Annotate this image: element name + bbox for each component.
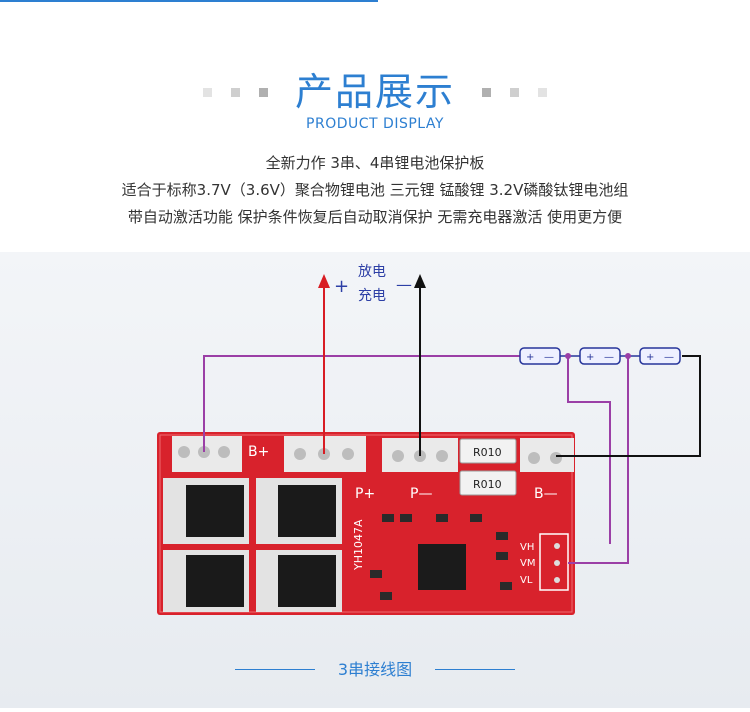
smd-component (470, 514, 482, 522)
shunt-resistor-2 (459, 470, 517, 496)
solder-pad (178, 446, 190, 458)
caption-line-left (235, 669, 315, 670)
battery-pack: + — + — + — (519, 347, 681, 365)
label-p-minus: P— (410, 486, 432, 502)
description-line-1: 全新力作 3串、4串锂电池保护板 (265, 154, 485, 172)
balance-pin (554, 577, 560, 583)
wire-vh (567, 356, 611, 544)
section-header: 产品展示 (0, 68, 750, 116)
wiring-photo: B+ R010 R010 P+ P— B— (0, 252, 750, 708)
diagram-caption: 3串接线图 (337, 660, 413, 679)
battery-minus-label: — (664, 352, 674, 363)
battery-plus-label: + (526, 352, 534, 363)
label-p-plus: P+ (355, 486, 375, 502)
mosfet-chip (278, 485, 336, 537)
smd-component (500, 582, 512, 590)
battery-plus-label: + (586, 352, 594, 363)
caption-line-right (435, 669, 515, 670)
arrow-up-red (318, 274, 330, 288)
mosfet-chip (278, 555, 336, 607)
decor-square (482, 88, 491, 97)
decor-square (203, 88, 212, 97)
battery-minus-label: — (604, 352, 614, 363)
smd-component (496, 552, 508, 560)
label-vh: VH (520, 542, 534, 553)
smd-component (382, 514, 394, 522)
discharge-label: 放电 (358, 264, 386, 280)
mosfet-chip (186, 555, 244, 607)
decor-square (538, 88, 547, 97)
label-b-minus: B— (534, 486, 558, 502)
smd-component (380, 592, 392, 600)
arrow-up-black (414, 274, 426, 288)
mosfet-chip (186, 485, 244, 537)
battery-plus-label: + (646, 352, 654, 363)
wiring-diagram: B+ R010 R010 P+ P— B— (0, 252, 750, 708)
decor-square (259, 88, 268, 97)
solder-pad (218, 446, 230, 458)
wire-b-plus (203, 355, 520, 452)
label-b-plus: B+ (248, 444, 269, 460)
balance-pin (554, 543, 560, 549)
label-vm: VM (520, 558, 535, 569)
pcb-edge (159, 434, 573, 613)
junction-dot (565, 353, 571, 359)
shunt-resistor-1 (459, 438, 517, 464)
output-plus-sign: + (334, 276, 349, 297)
smd-component (400, 514, 412, 522)
mosfet-group (163, 478, 342, 612)
description-line-3: 带自动激活功能 保护条件恢复后自动取消保护 无需充电器激活 使用更方便 (127, 208, 623, 226)
solder-pad (436, 450, 448, 462)
wire-vm (568, 356, 629, 564)
solder-pad (550, 452, 562, 464)
junction-dot (625, 353, 631, 359)
solder-pad (528, 452, 540, 464)
solder-pad (342, 448, 354, 460)
page-subtitle: PRODUCT DISPLAY (306, 116, 444, 132)
output-minus-sign: — (396, 275, 412, 294)
smd-component (370, 570, 382, 578)
wire-b-minus (556, 355, 701, 457)
pcb-model-label: YH1047A (352, 519, 365, 571)
charge-label: 充电 (358, 288, 386, 304)
wires (203, 274, 701, 564)
page-title: 产品展示 (294, 70, 455, 114)
decor-square (510, 88, 519, 97)
resistor-1-label: R010 (473, 446, 502, 459)
top-accent-line (0, 0, 378, 2)
caption-row: 3串接线图 (0, 658, 750, 682)
decor-square (231, 88, 240, 97)
smd-component (436, 514, 448, 522)
description-line-2: 适合于标称3.7V（3.6V）聚合物锂电池 三元锂 锰酸锂 3.2V磷酸钛锂电池… (121, 181, 629, 199)
pcb-board: B+ R010 R010 P+ P— B— (157, 432, 575, 615)
smd-component (496, 532, 508, 540)
protection-ic (418, 544, 466, 590)
balance-pin (554, 560, 560, 566)
solder-pad (392, 450, 404, 462)
resistor-2-label: R010 (473, 478, 502, 491)
solder-pad (294, 448, 306, 460)
battery-minus-label: — (544, 352, 554, 363)
label-vl: VL (520, 575, 533, 586)
